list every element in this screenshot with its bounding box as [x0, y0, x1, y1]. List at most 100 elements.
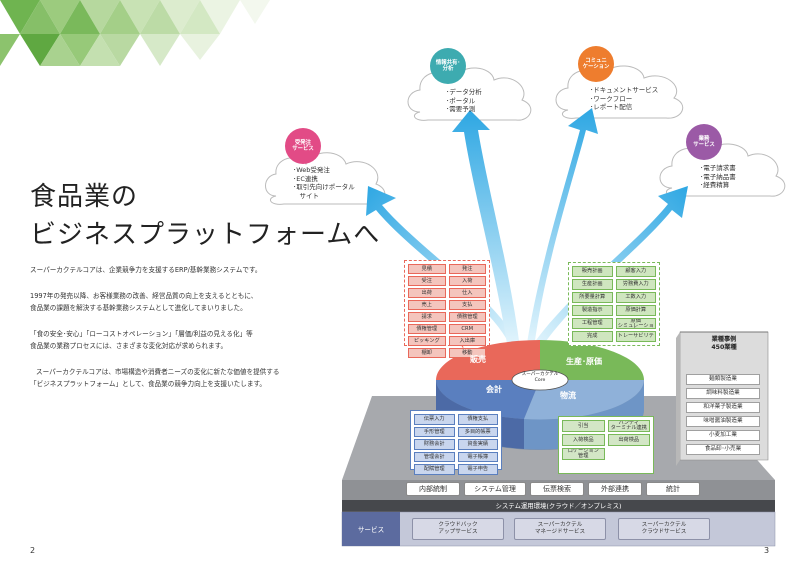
logistics-panel-cell: 出荷検品 [607, 434, 650, 446]
sales-panel-cell: 出荷 [408, 288, 446, 298]
pie-core-line-2: Core [534, 377, 546, 383]
services-label: サービス [357, 526, 385, 534]
production-panel-grid: 販売計画顧客入力生産計画労務費入力所要量計算工数入力製造指示原価計算工程管理原価… [572, 266, 656, 342]
func-box-system-management: システム管理 [464, 482, 526, 496]
cloud-comm-list: ･ドキュメントサービス ･ワークフロー ･レポート配信 [590, 86, 658, 112]
cloud-biz [659, 143, 786, 197]
cloud-biz-list: ･電子請求書 ･電子納品書 ･経費精算 [700, 164, 736, 190]
page-title: 食品業の ビジネスプラットフォームへ [30, 178, 380, 254]
accounting-panel-cell: 電子帳簿 [457, 451, 498, 462]
case-row: 小麦加工業 [686, 430, 760, 441]
badge-ordering: 受発注 サービス [285, 128, 321, 164]
service-backup: クラウドバック アップサービス [412, 518, 504, 540]
accounting-panel: 伝票入力債権支払手形管理多目的帳票財務会計資金実績管理会計電子帳簿配賦管理電子申… [410, 410, 502, 475]
production-panel-cell: 工数入力 [615, 292, 656, 303]
sales-panel-cell: 移動 [448, 348, 486, 358]
production-panel-cell: 完成 [572, 331, 613, 342]
accounting-panel-cell: 電子申告 [457, 464, 498, 475]
cases-title-line-2: 450業種 [711, 344, 737, 351]
func-box-external-link: 外部連携 [588, 482, 642, 496]
pie-core-label: スーパーカクテル Core [512, 372, 568, 383]
cloud-comm-item: ･ワークフロー [590, 94, 633, 103]
production-panel-cell: 販売計画 [572, 266, 613, 277]
body-paragraph-3b: 食品業の業務プロセスには、さまざまな変化対応が求められます。 [30, 342, 228, 350]
sales-panel-cell: CRM [448, 324, 486, 334]
cloud-info-item: ･需要予測 [446, 105, 476, 114]
production-panel-cell: 生産計画 [572, 279, 613, 290]
case-row: 味噌醤油製造業 [686, 416, 760, 427]
sales-panel-cell: 発注 [448, 264, 486, 274]
production-panel-cell: 顧客入力 [615, 266, 656, 277]
production-panel-cell: 所要量計算 [572, 292, 613, 303]
case-row: 和洋菓子製造業 [686, 402, 760, 413]
page-number-left: 2 [30, 546, 36, 555]
sales-panel-cell: 支払 [448, 300, 486, 310]
badge-comm: コミュニ ケーション [578, 46, 614, 82]
body-paragraph-1: スーパーカクテルコアは、企業競争力を支援するERP/基幹業務システムです。 [30, 266, 262, 274]
title-line-2: ビジネスプラットフォームへ [30, 220, 381, 250]
cloud-ordering-item: サイト [293, 191, 320, 200]
sales-panel-cell: 入荷 [448, 276, 486, 286]
case-row: 調味料製造業 [686, 388, 760, 399]
cloud-ordering-item: ･EC連携 [293, 174, 318, 183]
case-row: 麺類製造業 [686, 374, 760, 385]
title-line-1: 食品業の [30, 182, 139, 212]
cloud-ordering-list: ･Web受発注 ･EC連携 ･取引先向けポータル サイト [293, 166, 355, 200]
page-number-right: 3 [764, 546, 770, 555]
cloud-ordering [265, 152, 386, 205]
case-row: 食品卸･小売業 [686, 444, 760, 455]
body-paragraph-4b: 「ビジネスプラットフォーム」として、食品業の競争力向上を支援いたします。 [30, 380, 266, 388]
accounting-panel-grid: 伝票入力債権支払手形管理多目的帳票財務会計資金実績管理会計電子帳簿配賦管理電子申… [414, 414, 498, 475]
service-managed: スーパーカクテル マネージドサービス [514, 518, 606, 540]
body-paragraph-2a: 1997年の発売以降、お客様業務の改善、経営品質の向上を支えるとともに、 [30, 292, 258, 300]
production-panel-cell: トレーサビリティ [615, 331, 656, 342]
logistics-panel-grid: 引当ハンディ ターミナル連携入荷検品出荷検品ロケーション 管理 [562, 420, 650, 460]
sales-panel-cell: 債権管理 [408, 324, 446, 334]
sales-panel-cell: 請求 [408, 312, 446, 322]
sales-panel-cell: 入出庫 [448, 336, 486, 346]
production-panel-cell: 原価計算 [615, 305, 656, 316]
sales-panel-cell: 売上 [408, 300, 446, 310]
cloud-ordering-item: ･取引先向けポータル [293, 183, 355, 192]
pie-label-accounting: 会計 [486, 385, 502, 394]
accounting-panel-cell: 伝票入力 [414, 414, 455, 425]
logistics-panel-cell: ロケーション 管理 [562, 448, 605, 460]
logistics-panel-cell: 入荷検品 [562, 434, 605, 446]
sales-panel-cell: 見積 [408, 264, 446, 274]
accounting-panel-cell: 多目的帳票 [457, 426, 498, 437]
func-box-statistics: 統計 [646, 482, 700, 496]
cloud-biz-item: ･経費精算 [700, 181, 730, 190]
body-paragraph-3a: 「食の安全･安心」「ローコストオペレーション」「層価/利益の見える化」等 [30, 330, 253, 338]
func-box-internal-control: 内部統制 [406, 482, 460, 496]
pie-label-sales: 販売 [470, 355, 486, 364]
accounting-panel-cell: 債権支払 [457, 414, 498, 425]
pie-label-logistics: 物流 [560, 391, 576, 400]
logistics-panel-cell: ハンディ ターミナル連携 [607, 420, 650, 432]
cloud-info-item: ･データ分析 [446, 88, 482, 96]
accounting-panel-cell: 資金実績 [457, 439, 498, 450]
func-box-slip-search: 伝票検索 [530, 482, 584, 496]
badge-info: 情報共有･ 分析 [430, 48, 466, 84]
sales-panel-cell: 受注 [408, 276, 446, 286]
service-cloud: スーパーカクテル クラウドサービス [618, 518, 710, 540]
env-bar-label: システム運用環境(クラウド／オンプレミス) [495, 502, 622, 510]
cloud-comm-item: ･ドキュメントサービス [590, 86, 659, 94]
production-panel: 販売計画顧客入力生産計画労務費入力所要量計算工数入力製造指示原価計算工程管理原価… [568, 262, 660, 346]
production-panel-cell: 工程管理 [572, 318, 613, 329]
badge-biz: 業務 サービス [686, 124, 722, 160]
cloud-info-list: ･データ分析 ･ポータル ･需要予測 [446, 88, 482, 114]
cases-list: 麺類製造業調味料製造業和洋菓子製造業味噌醤油製造業小麦加工業食品卸･小売業 [686, 374, 760, 458]
pie-core-line-1: スーパーカクテル [521, 372, 559, 377]
accounting-panel-cell: 財務会計 [414, 439, 455, 450]
production-panel-cell: 労務費入力 [615, 279, 656, 290]
sales-panel-cell: 棚卸 [408, 348, 446, 358]
body-paragraph-4a: スーパーカクテルコアは、市場構造や消費者ニーズの変化に新たな価値を提供する [36, 368, 280, 376]
cloud-info-item: ･ポータル [446, 96, 476, 105]
accounting-panel-cell: 配賦管理 [414, 464, 455, 475]
decorative-triangles [0, 0, 270, 66]
cases-title: 業種事例 450業種 [684, 336, 764, 352]
sales-panel-cell: 債務管理 [448, 312, 486, 322]
logistics-panel-cell: 引当 [562, 420, 605, 432]
